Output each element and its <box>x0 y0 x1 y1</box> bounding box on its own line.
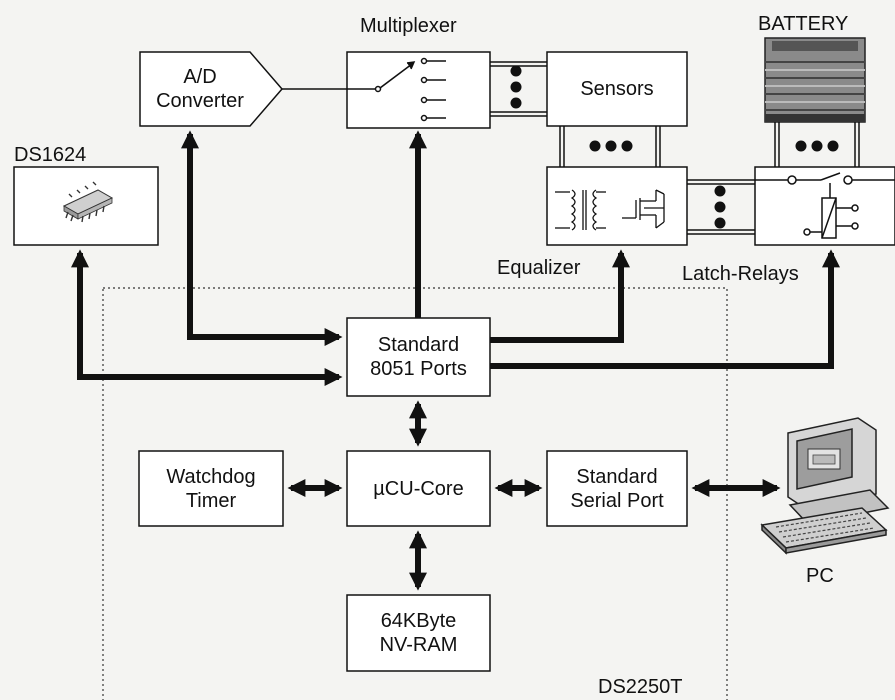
ds1624-label: DS1624 <box>14 143 86 167</box>
multiplexer-label: Multiplexer <box>360 14 457 38</box>
nvram-text: 64KByte NV-RAM <box>347 595 490 671</box>
ports-line2: 8051 Ports <box>370 357 467 381</box>
mux-sensors-bus <box>490 62 547 116</box>
ad-converter-text: A/D Converter <box>140 52 260 126</box>
ad-converter-line2: Converter <box>156 89 244 113</box>
ucu-core-label: µCU-Core <box>373 477 463 501</box>
ports-line1: Standard <box>378 333 459 357</box>
serial-text: Standard Serial Port <box>547 451 687 526</box>
ellipsis-icon <box>796 141 839 152</box>
ad-ports-arrow <box>190 134 339 337</box>
nvram-line2: NV-RAM <box>380 633 458 657</box>
pc-label: PC <box>806 564 834 588</box>
watchdog-line2: Timer <box>186 489 236 513</box>
watchdog-text: Watchdog Timer <box>139 451 283 526</box>
equalizer-label: Equalizer <box>497 256 580 280</box>
ad-converter-line1: A/D <box>183 65 216 89</box>
ellipsis-icon <box>590 141 633 152</box>
sensors-equalizer-bus <box>560 126 660 167</box>
serial-line2: Serial Port <box>570 489 663 513</box>
ds1624-ports-arrow <box>80 253 339 377</box>
ds2250t-label: DS2250T <box>598 675 683 699</box>
computer-icon <box>762 418 888 553</box>
equalizer-relays-bus <box>687 180 755 234</box>
ports-text: Standard 8051 Ports <box>347 318 490 396</box>
latch-relays-label: Latch-Relays <box>682 262 799 286</box>
nvram-line1: 64KByte <box>381 609 457 633</box>
multiplexer-box <box>347 52 490 128</box>
sensors-text: Sensors <box>547 52 687 126</box>
ucu-core-text: µCU-Core <box>347 451 490 526</box>
battery-relays-bus <box>775 122 859 167</box>
ellipsis-icon <box>715 186 726 229</box>
battery-icon <box>765 38 865 122</box>
equalizer-box <box>547 167 687 245</box>
ellipsis-icon <box>511 66 522 109</box>
sensors-label: Sensors <box>580 77 653 101</box>
serial-line1: Standard <box>576 465 657 489</box>
battery-label: BATTERY <box>758 12 848 36</box>
watchdog-line1: Watchdog <box>166 465 255 489</box>
